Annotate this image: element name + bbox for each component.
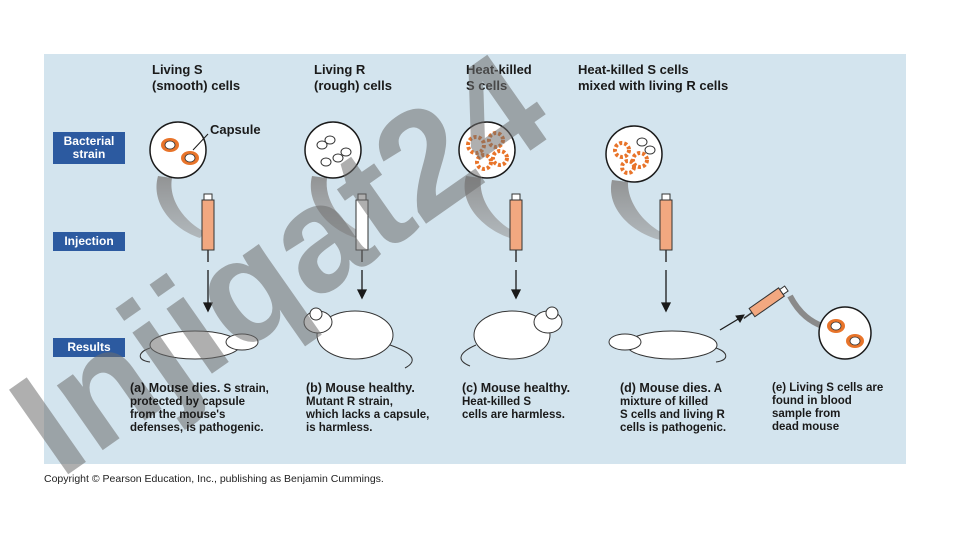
mouse-dead-d: [608, 330, 727, 363]
row-label-injection: Injection: [53, 232, 125, 251]
row-label-results: Results: [53, 338, 125, 357]
mouse-healthy-b: [303, 307, 413, 369]
dish-mixed: [605, 125, 665, 240]
watermark-text: Injiqat24: [0, 20, 577, 507]
caption-c-body: Heat-killed S cells are harmless.: [462, 396, 565, 421]
caption-a-lead: (a) Mouse dies.: [130, 381, 221, 395]
caption-e: (e) Living S cells are found in blood sa…: [772, 382, 883, 434]
caption-b-lead: (b) Mouse healthy.: [306, 381, 415, 395]
watermark: Injiqat24: [0, 20, 577, 507]
syringe-d: [659, 193, 673, 262]
copyright-text: Copyright © Pearson Education, Inc., pub…: [44, 473, 384, 485]
caption-d: (d) Mouse dies. A mixture of killed S ce…: [620, 382, 726, 435]
column-header-living-r: Living R (rough) cells: [314, 62, 393, 93]
syringe-e: [743, 285, 789, 319]
caption-b: (b) Mouse healthy. Mutant R strain, whic…: [306, 382, 429, 435]
figure-panel: [44, 54, 906, 464]
arrows-down: [202, 270, 672, 313]
mouse-healthy-c: [460, 306, 563, 367]
mouse-dead-a: [139, 330, 259, 363]
caption-d-lead: (d) Mouse dies.: [620, 381, 711, 395]
syringe-a: [201, 193, 215, 262]
caption-e-text: (e) Living S cells are found in blood sa…: [772, 382, 884, 433]
caption-c: (c) Mouse healthy. Heat-killed S cells a…: [462, 382, 570, 422]
dish-living-r: [304, 121, 362, 238]
column-header-living-s: Living S (smooth) cells: [152, 62, 241, 93]
syringe-b: [355, 193, 369, 262]
caption-d-body: A mixture of killed S cells and living R…: [620, 383, 727, 434]
caption-c-lead: (c) Mouse healthy.: [462, 381, 571, 395]
caption-a: (a) Mouse dies. S strain, protected by c…: [130, 382, 269, 435]
caption-a-body: S strain, protected by capsule from the …: [130, 383, 269, 434]
capsule-label: Capsule: [210, 122, 261, 137]
dish-blood-sample: [818, 306, 872, 360]
column-header-heat-killed-s: Heat-killed S cells: [466, 62, 532, 93]
column-header-mixed: Heat-killed S cells mixed with living R …: [578, 62, 729, 93]
row-label-bacterial-strain: Bacterial strain: [53, 132, 125, 164]
caption-b-body: Mutant R strain, which lacks a capsule, …: [306, 396, 430, 434]
syringe-c: [509, 193, 523, 262]
sample-arrow: [787, 294, 824, 329]
arrow-to-sample: [719, 314, 745, 331]
dish-living-s: [149, 121, 209, 238]
dish-heat-killed-s: [458, 121, 516, 238]
